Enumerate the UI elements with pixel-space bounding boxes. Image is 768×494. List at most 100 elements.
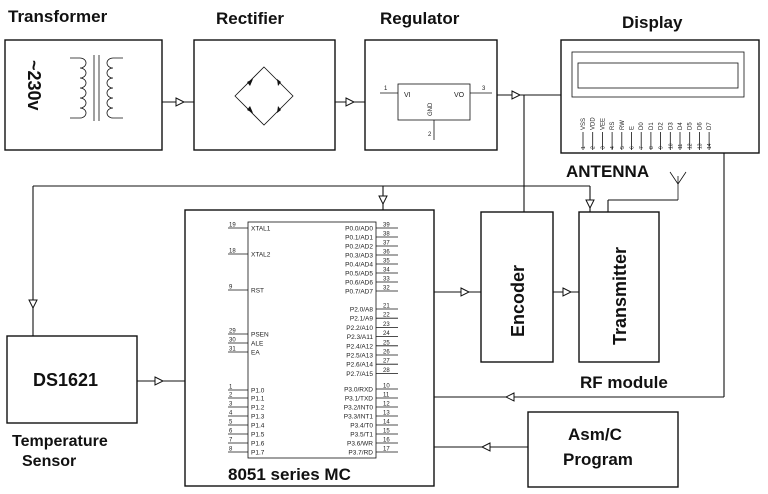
mc-right-pin-name: P0.4/AD4 bbox=[345, 262, 373, 269]
mc-right-pin-name: P3.7/RD bbox=[348, 450, 373, 457]
lcd-pin-number: 1 bbox=[581, 146, 587, 149]
mc-left-pin-name: P1.7 bbox=[251, 450, 265, 457]
lcd-pin-label: RS bbox=[610, 122, 616, 130]
encoder-block bbox=[480, 211, 554, 363]
mc-right-pin-number: 26 bbox=[383, 350, 390, 356]
arrow-icon bbox=[460, 287, 471, 297]
mc-left-pin-number: 30 bbox=[229, 338, 236, 344]
mc-left-pin-name: P1.1 bbox=[251, 396, 265, 403]
mc-right-pin-number: 10 bbox=[383, 384, 390, 390]
mc-left-pin-number: 2 bbox=[229, 393, 233, 399]
lcd-pin-label: VSS bbox=[581, 118, 587, 130]
mc-right-pin-name: P2.4/A12 bbox=[346, 343, 373, 350]
mc-left-pin-number: 5 bbox=[229, 420, 233, 426]
lcd-pin-label: D6 bbox=[697, 122, 703, 130]
lcd-pin-number: 10 bbox=[668, 143, 674, 149]
lcd-pin-number: 7 bbox=[639, 146, 645, 149]
lcd-pin-number: 6 bbox=[630, 146, 636, 149]
mc-right-pin-name: P0.1/AD1 bbox=[345, 235, 373, 242]
lcd-pin-number: 14 bbox=[707, 143, 713, 149]
mc-left-pin-number: 3 bbox=[229, 402, 233, 408]
regulator-vi: VI bbox=[404, 92, 411, 99]
mc-block bbox=[184, 209, 435, 487]
mc-right-pin-number: 23 bbox=[383, 322, 390, 328]
regulator-pin-out: 3 bbox=[482, 86, 486, 92]
mc-left-pin-number: 8 bbox=[229, 447, 233, 453]
regulator-pin-gnd: 2 bbox=[428, 132, 432, 138]
lcd-pin-label: RW bbox=[620, 120, 626, 130]
mc-right-pin-name: P0.3/AD3 bbox=[345, 253, 373, 260]
mc-right-pin-number: 34 bbox=[383, 268, 390, 274]
arrow-icon bbox=[562, 287, 573, 297]
regulator-vo: VO bbox=[454, 92, 465, 99]
mc-left-pin-name: P1.3 bbox=[251, 414, 265, 421]
mc-right-pin-name: P0.6/AD6 bbox=[345, 280, 373, 287]
mc-right-pin-name: P3.0/RXD bbox=[344, 387, 373, 394]
transformer-symbol bbox=[70, 55, 123, 121]
mc-left-pin-number: 6 bbox=[229, 429, 233, 435]
title-display: Display bbox=[622, 13, 683, 32]
bridge-rectifier-symbol bbox=[234, 66, 294, 126]
mc-right-pin-name: P2.5/A13 bbox=[346, 353, 373, 360]
lcd-pin-label: D0 bbox=[639, 122, 645, 130]
regulator-pin-in: 1 bbox=[384, 86, 388, 92]
mc-right-pin-number: 35 bbox=[383, 259, 390, 265]
arrow-icon bbox=[511, 90, 522, 100]
lcd-pin-label: D4 bbox=[678, 122, 684, 130]
rf-module-label: RF module bbox=[580, 373, 668, 392]
mc-right-pin-number: 14 bbox=[383, 420, 390, 426]
ds1621-block bbox=[6, 335, 138, 424]
lcd-pin-number: 8 bbox=[649, 146, 655, 149]
mc-right-pin-name: P3.2/INT0 bbox=[344, 405, 374, 412]
transformer-voltage: ~230v bbox=[24, 60, 44, 111]
lcd-pin-label: D5 bbox=[688, 122, 694, 130]
regulator-gnd: GND bbox=[428, 102, 434, 116]
display-block bbox=[560, 39, 760, 154]
mc-right-pin-number: 17 bbox=[383, 447, 390, 453]
diode-icon bbox=[247, 79, 253, 86]
transmitter-block bbox=[578, 211, 660, 363]
lcd-pin-label: D3 bbox=[668, 122, 674, 130]
mc-left-pin-number: 9 bbox=[229, 285, 233, 291]
mc-left-pin-name: P1.5 bbox=[251, 432, 265, 439]
mc-chip-body bbox=[247, 221, 377, 459]
mc-right-pin-name: P3.4/T0 bbox=[350, 423, 373, 430]
flow-arrows bbox=[28, 90, 595, 452]
lcd-pin-label: VEE bbox=[600, 118, 606, 130]
mc-right-pin-name: P2.3/A11 bbox=[347, 334, 374, 341]
title-transformer: Transformer bbox=[8, 7, 108, 26]
mc-right-pin-number: 16 bbox=[383, 438, 390, 444]
lcd-pin-number: 11 bbox=[678, 144, 684, 149]
mc-left-pin-number: 1 bbox=[229, 385, 233, 391]
arrow-icon bbox=[345, 97, 356, 107]
program-label-line2: Program bbox=[563, 450, 633, 469]
mc-left-pin-number: 7 bbox=[229, 438, 233, 444]
program-label-line1: Asm/C bbox=[568, 425, 622, 444]
mc-right-pin-name: P0.7/AD7 bbox=[345, 289, 373, 296]
mc-right-pin-number: 15 bbox=[383, 429, 390, 435]
lcd-pin-number: 3 bbox=[600, 146, 606, 149]
mc-right-pin-name: P3.5/T1 bbox=[350, 432, 373, 439]
temperature-label-line1: Temperature bbox=[12, 433, 108, 450]
mc-right-pin-name: P2.1/A9 bbox=[350, 316, 374, 323]
mc-label: 8051 series MC bbox=[228, 465, 351, 484]
program-block bbox=[527, 411, 679, 488]
lcd-pin-label: E bbox=[630, 126, 636, 130]
mc-left-pin-name: P1.4 bbox=[251, 423, 265, 430]
mc-right-pin-number: 25 bbox=[383, 340, 390, 346]
mc-right-pin-name: P2.0/A8 bbox=[350, 307, 374, 314]
mc-left-pin-number: 29 bbox=[229, 329, 236, 335]
encoder-label: Encoder bbox=[508, 265, 528, 337]
mc-right-pin-number: 32 bbox=[383, 286, 390, 292]
mc-right-pin-number: 33 bbox=[383, 277, 390, 283]
lcd-pin-label: VDD bbox=[591, 117, 597, 130]
mc-right-pin-name: P3.1/TXD bbox=[345, 396, 373, 403]
lcd-screen bbox=[577, 62, 739, 89]
diode-icon bbox=[277, 106, 281, 113]
lcd-pin-number: 12 bbox=[688, 143, 694, 149]
lcd-pin-number: 5 bbox=[620, 146, 626, 149]
lcd-pin-label: D1 bbox=[649, 122, 655, 130]
mc-left-pin-number: 19 bbox=[229, 223, 236, 229]
mc-right-pin-number: 36 bbox=[383, 250, 390, 256]
